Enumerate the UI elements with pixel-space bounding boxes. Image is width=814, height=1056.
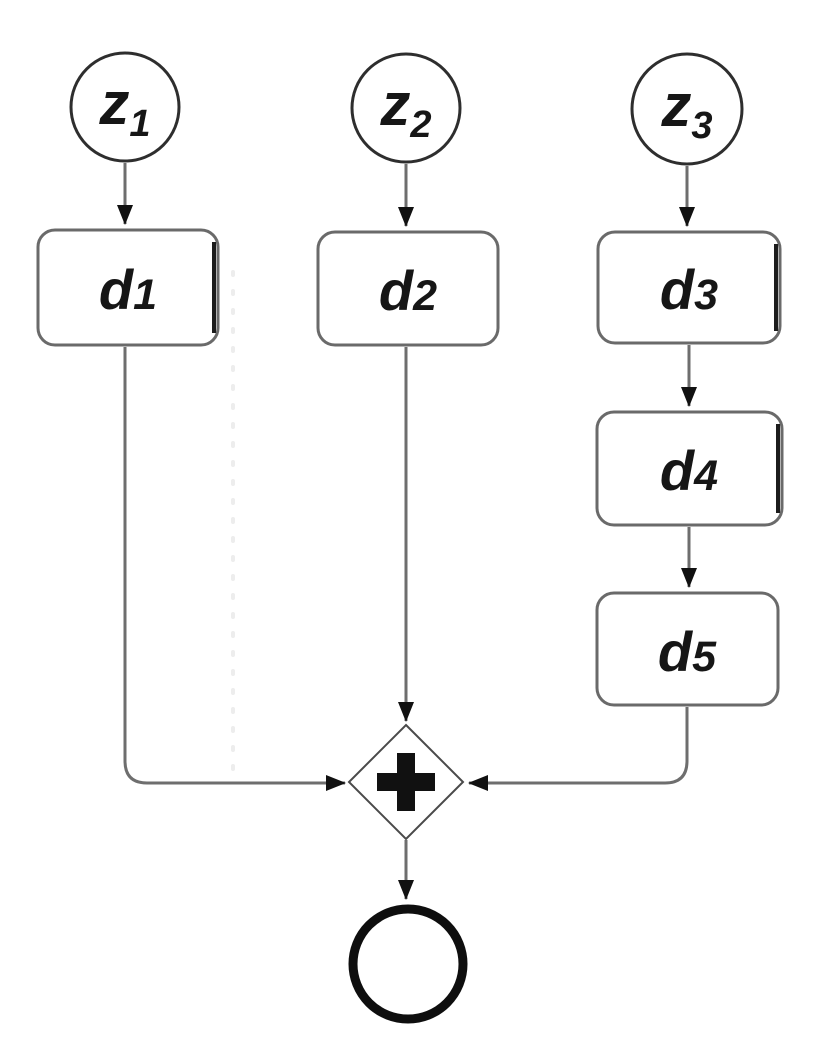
start-event-z2-label: z2 bbox=[379, 71, 431, 146]
start-event-z1 bbox=[69, 51, 181, 163]
task-d3-label: d3 bbox=[660, 258, 718, 321]
flow-d5-gateway bbox=[468, 707, 689, 791]
task-d4-label: d4 bbox=[660, 439, 718, 502]
task-d5 bbox=[595, 591, 780, 707]
task-d4 bbox=[595, 410, 784, 527]
start-event-z1-label: z1 bbox=[98, 70, 150, 145]
task-d2-label: d2 bbox=[379, 259, 437, 322]
flow-d1-gateway bbox=[123, 347, 346, 791]
task-d5-label: d5 bbox=[658, 620, 717, 683]
start-event-z3-label: z3 bbox=[660, 72, 712, 147]
plus-icon bbox=[377, 753, 435, 811]
start-event-z2 bbox=[350, 52, 462, 164]
task-d1-label: d1 bbox=[99, 258, 157, 321]
task-d3 bbox=[596, 230, 782, 345]
task-d1 bbox=[36, 228, 220, 347]
task-d2 bbox=[316, 230, 500, 347]
start-event-z3 bbox=[630, 52, 744, 166]
end-event bbox=[348, 904, 468, 1024]
